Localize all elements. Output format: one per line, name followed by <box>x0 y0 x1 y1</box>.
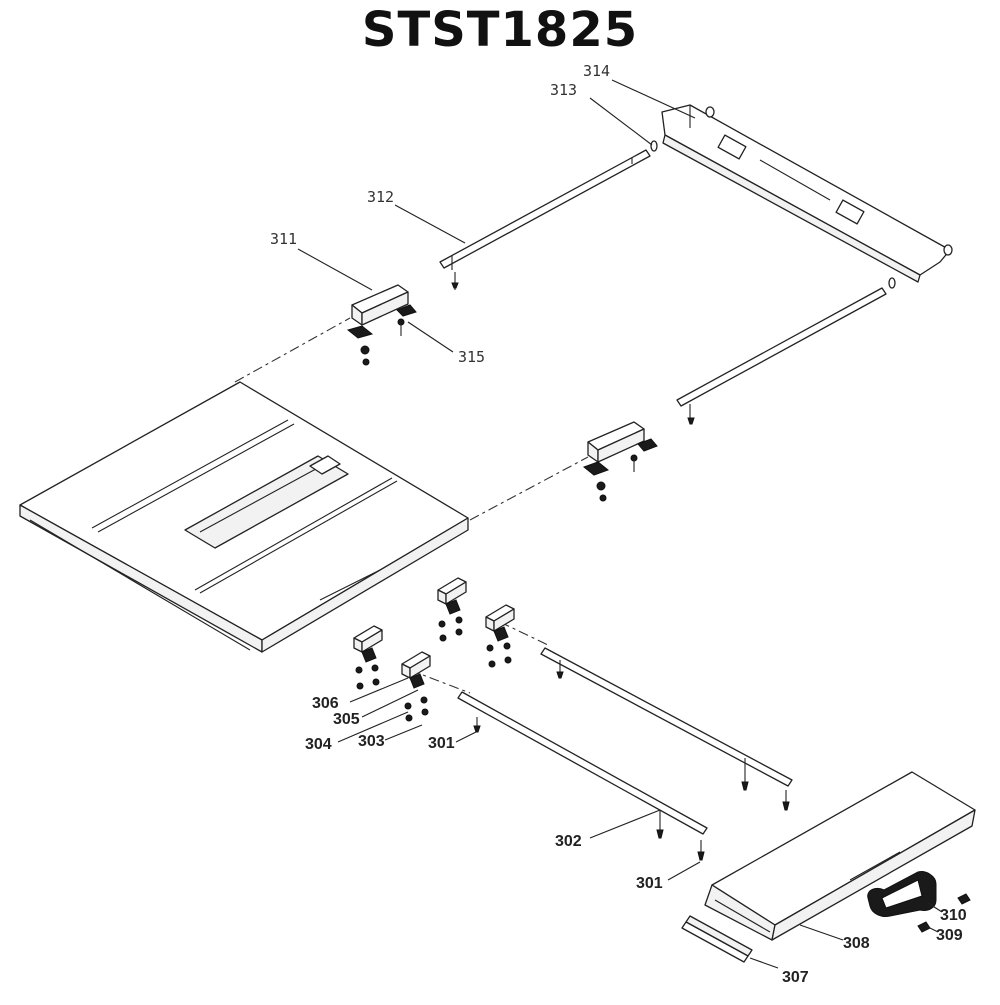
label-309: 309 <box>936 927 963 944</box>
label-301-upper: 301 <box>428 735 455 752</box>
label-302: 302 <box>555 833 582 850</box>
leader-lines <box>297 79 943 969</box>
label-307: 307 <box>782 969 809 986</box>
part-311-rail-bracket <box>346 284 417 366</box>
part-312-upper-rail <box>439 149 651 290</box>
alignment-line <box>234 317 351 383</box>
part-310-handle <box>867 871 937 917</box>
mount-bracket-1 <box>437 577 467 642</box>
part-308-extension-table <box>704 771 976 941</box>
label-311: 311 <box>270 230 297 248</box>
label-315: 315 <box>458 348 485 366</box>
part-311-rail-bracket-lower <box>582 421 658 502</box>
diagram-title: STST1825 <box>361 2 639 58</box>
label-314: 314 <box>583 62 610 80</box>
mount-bracket-3 <box>353 625 383 690</box>
label-306: 306 <box>312 695 339 712</box>
label-312: 312 <box>367 188 394 206</box>
part-313-washer <box>650 140 658 152</box>
label-308: 308 <box>843 935 870 952</box>
part-307-label-edge <box>681 921 749 963</box>
mount-bracket-4 <box>401 651 431 722</box>
part-302-lower-rail <box>457 691 708 861</box>
mount-bracket-2 <box>485 604 515 668</box>
label-313: 313 <box>550 81 577 99</box>
table-top <box>19 381 469 653</box>
part-310-screw <box>957 893 971 905</box>
label-301-lower: 301 <box>636 875 663 892</box>
label-304: 304 <box>305 736 332 753</box>
alignment-line <box>499 621 549 646</box>
label-310: 310 <box>940 907 967 924</box>
lower-rear-rail <box>540 647 793 811</box>
alignment-line <box>469 456 589 521</box>
label-305: 305 <box>333 711 360 728</box>
part-314-rear-bracket <box>661 104 953 283</box>
label-303: 303 <box>358 733 385 750</box>
part-312-lower-rail <box>676 277 896 425</box>
